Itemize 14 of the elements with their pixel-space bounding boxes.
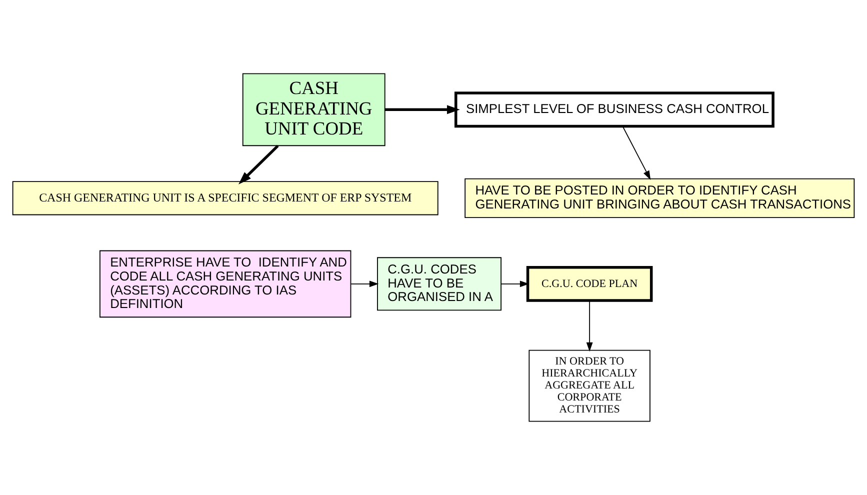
node-box: SIMPLEST LEVEL OF BUSINESS CASH CONTROL xyxy=(454,92,774,128)
node-box: ENTERPRISE HAVE TO IDENTIFY AND CODE ALL CASH GENERATING UNITS (ASSETS) ACCORDING TO IAS DEFINITION xyxy=(99,250,352,318)
arrow xyxy=(622,126,651,180)
node-box: C.G.U. CODE PLAN xyxy=(526,266,653,302)
node-box: C.G.U. CODES HAVE TO BE ORGANISED IN A xyxy=(377,257,502,311)
arrow xyxy=(500,280,530,288)
arrow xyxy=(586,300,593,352)
node-box: CASH GENERATING UNIT IS A SPECIFIC SEGMENT OF ERP SYSTEM xyxy=(12,181,438,216)
node-box: IN ORDER TO HIERARCHICALLY AGGREGATE ALL CORPORATE ACTIVITIES xyxy=(528,350,650,422)
arrow xyxy=(238,144,279,184)
arrow xyxy=(350,280,379,288)
node-box: HAVE TO BE POSTED IN ORDER TO IDENTIFY CASH GENERATING UNIT BRINGING ABOUT CASH TRANSACTIONS xyxy=(464,178,855,218)
node-box: CASH GENERATING UNIT CODE xyxy=(242,73,386,146)
arrow xyxy=(384,105,460,114)
